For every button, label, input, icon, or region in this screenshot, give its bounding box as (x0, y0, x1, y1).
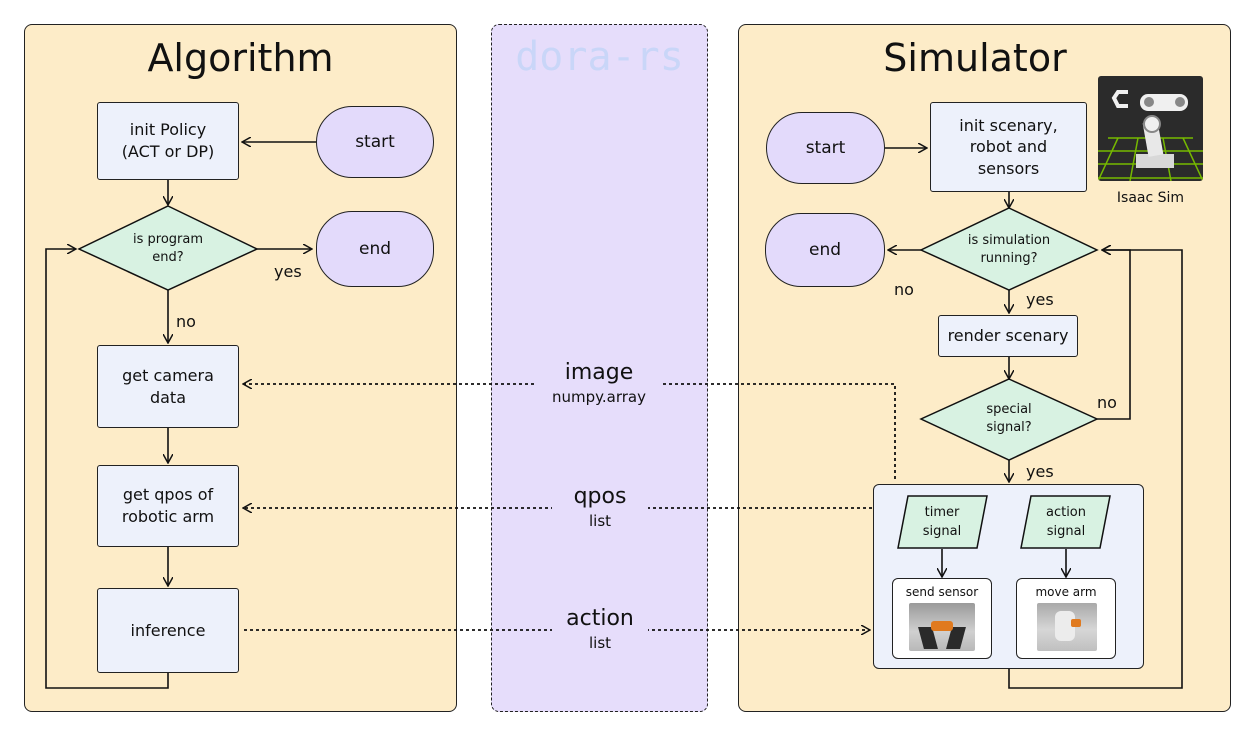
arm-accent (1071, 619, 1081, 627)
simulator-end: end (765, 213, 885, 287)
program-end-line2: end? (152, 250, 184, 265)
program-end-line1: is program (132, 231, 203, 247)
qpos-name: qpos (573, 484, 627, 509)
init-scenary-line2: robot and (969, 137, 1048, 157)
decision-special-signal-label: special signal? (951, 396, 1067, 442)
timer-signal-line1: timer (924, 504, 960, 520)
algorithm-no-label: no (176, 312, 196, 331)
send-sensor-label: send sensor (905, 585, 979, 599)
special-signal-line1: special (986, 401, 1032, 417)
algorithm-end: end (316, 211, 434, 287)
robot-arm-icon (1098, 90, 1203, 181)
image-type: numpy.array (552, 388, 646, 406)
send-sensor-card: send sensor (892, 578, 992, 659)
get-qpos-line1: get qpos of (122, 485, 214, 505)
move-arm-card: move arm (1016, 578, 1116, 659)
simulator-yes-label: yes (1026, 290, 1054, 309)
simulator-title: Simulator (883, 36, 1067, 80)
brand-title: dora-rs (515, 34, 684, 80)
image-name: image (564, 360, 634, 385)
action-wire-label: action list (552, 606, 648, 654)
arrow-outer-loop (1008, 250, 1183, 689)
decision-sim-running (919, 207, 1099, 291)
init-scenary-line3: sensors (977, 158, 1040, 178)
get-camera-line2: data (149, 387, 187, 407)
special-yes-label: yes (1026, 462, 1054, 481)
arm-view-image (1037, 603, 1097, 651)
qpos-wire-label: qpos list (552, 484, 648, 532)
action-signal-shape (1020, 495, 1111, 549)
action-name: action (566, 606, 634, 631)
decision-sim-running-label: is simulation running? (941, 226, 1077, 274)
get-qpos-box: get qpos of robotic arm (97, 465, 239, 547)
loop-back-line (45, 249, 169, 689)
move-arm-label: move arm (1035, 585, 1097, 599)
gripper-accent (931, 621, 953, 631)
sim-running-line2: running? (980, 251, 1038, 266)
image-wire (244, 384, 896, 479)
sim-running-line1: is simulation (967, 232, 1051, 248)
image-wire-label: image numpy.array (536, 360, 662, 408)
timer-signal-line2: signal (922, 524, 962, 539)
get-qpos-line2: robotic arm (121, 507, 215, 526)
special-no-label: no (1097, 393, 1117, 412)
qpos-type: list (588, 512, 612, 530)
algorithm-title: Algorithm (147, 36, 334, 80)
special-signal-line2: signal? (986, 420, 1032, 435)
inference-box: inference (97, 588, 239, 673)
init-policy-line2: (ACT or DP) (121, 142, 215, 161)
init-scenary-box: init scenary, robot and sensors (930, 102, 1087, 192)
get-camera-line1: get camera (122, 365, 214, 385)
timer-signal-shape (897, 495, 988, 549)
init-policy-line1: init Policy (129, 120, 207, 140)
init-scenary-line1: init scenary, (959, 115, 1058, 135)
render-scenary-box: render scenary (938, 315, 1078, 357)
algorithm-yes-label: yes (274, 262, 302, 281)
action-signal-line1: action (1045, 504, 1086, 520)
algorithm-start: start (316, 106, 434, 178)
get-camera-box: get camera data (97, 345, 239, 428)
action-signal-label: action signal (1026, 497, 1106, 547)
action-type: list (588, 634, 612, 652)
isaac-sim-logo (1098, 76, 1203, 181)
simulator-start: start (766, 112, 885, 184)
decision-program-end-label: is program end? (100, 225, 236, 273)
decision-special-signal (919, 378, 1099, 461)
isaac-sim-label: Isaac Sim (1116, 190, 1185, 206)
camera-view-image (909, 603, 975, 651)
simulator-no-label: no (894, 280, 914, 299)
action-signal-line2: signal (1046, 524, 1086, 539)
decision-program-end (77, 205, 259, 291)
init-policy-box: init Policy (ACT or DP) (97, 102, 239, 180)
arm-body (1055, 611, 1075, 641)
timer-signal-label: timer signal (902, 497, 982, 547)
